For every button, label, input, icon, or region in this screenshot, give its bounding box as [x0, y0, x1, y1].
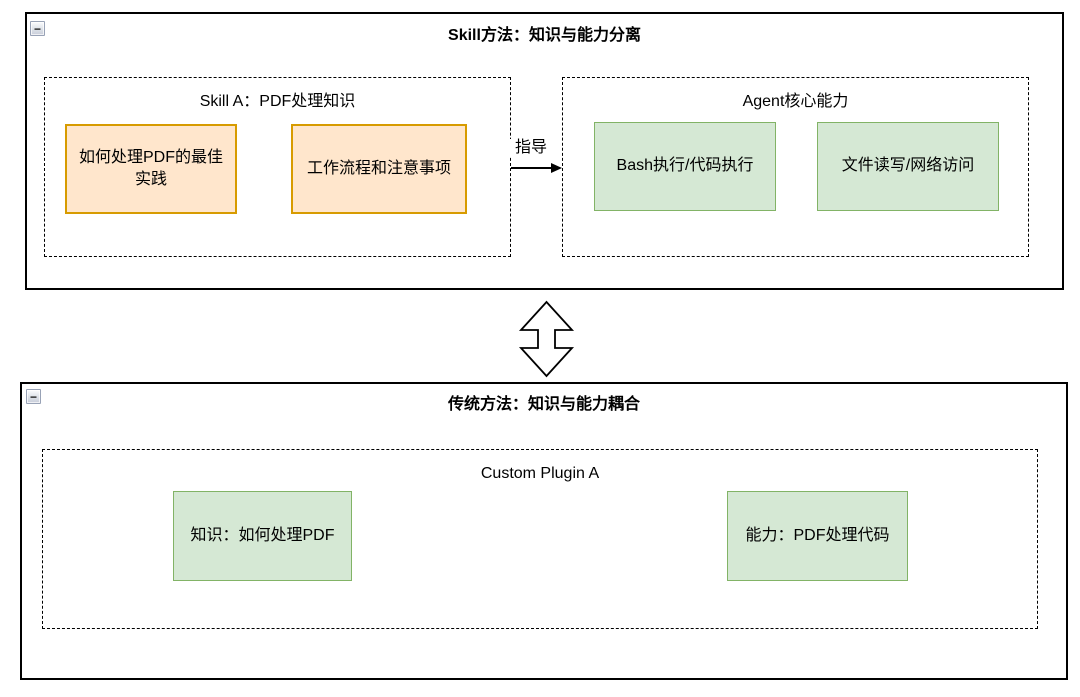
- guide-arrow-icon: [511, 163, 562, 173]
- bidirectional-arrow-icon: [518, 300, 575, 378]
- skill-method-title: Skill方法：知识与能力分离: [448, 27, 641, 44]
- collapse-icon[interactable]: −: [26, 389, 41, 404]
- custom-plugin-group-title: Custom Plugin A: [480, 465, 600, 482]
- skill-method-container: − Skill方法：知识与能力分离 Skill A：PDF处理知识 如何处理PD…: [25, 12, 1064, 290]
- traditional-method-title: 传统方法：知识与能力耦合: [447, 396, 640, 413]
- capability-node-file-network: 文件读写/网络访问: [817, 122, 999, 211]
- collapse-icon[interactable]: −: [30, 21, 45, 36]
- custom-plugin-group: Custom Plugin A 知识：如何处理PDF 能力：PDF处理代码: [42, 449, 1038, 629]
- coupled-capability-node: 能力：PDF处理代码: [727, 491, 908, 581]
- skill-a-group-title: Skill A：PDF处理知识: [199, 93, 356, 110]
- capability-node-bash-exec: Bash执行/代码执行: [594, 122, 776, 211]
- coupled-knowledge-node: 知识：如何处理PDF: [173, 491, 352, 581]
- traditional-method-container: − 传统方法：知识与能力耦合 Custom Plugin A 知识：如何处理PD…: [20, 382, 1068, 680]
- knowledge-node-workflow: 工作流程和注意事项: [291, 124, 467, 214]
- skill-a-group: Skill A：PDF处理知识 如何处理PDF的最佳实践 工作流程和注意事项: [44, 77, 511, 257]
- agent-core-group: Agent核心能力 Bash执行/代码执行 文件读写/网络访问: [562, 77, 1029, 257]
- knowledge-node-best-practice: 如何处理PDF的最佳实践: [65, 124, 237, 214]
- guide-arrow-label: 指导: [501, 139, 561, 157]
- agent-core-group-title: Agent核心能力: [742, 93, 849, 110]
